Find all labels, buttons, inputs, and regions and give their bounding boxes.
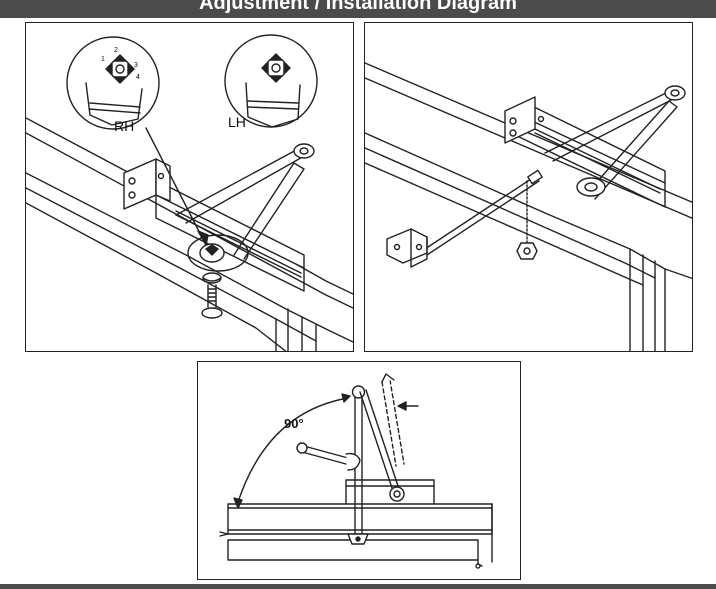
door-frame	[26, 117, 353, 351]
pointer-arrow-icon	[197, 230, 209, 246]
dial-number-3: 3	[134, 62, 138, 69]
panel-arm-angle: 90°	[197, 361, 521, 580]
panel-install-body: RH 1 2 3 4 LH	[25, 22, 354, 352]
pinion-highlight-circle	[187, 234, 249, 272]
bottom-bar	[0, 584, 716, 589]
install-body-drawing: RH 1 2 3 4 LH	[26, 34, 353, 351]
arm-assembly-drawing	[365, 62, 692, 351]
hex-nut-icon	[516, 242, 538, 260]
label-rh: RH	[114, 118, 134, 134]
lh-callout	[224, 34, 318, 128]
dial-number-1: 1	[101, 56, 105, 63]
page-title: Adjustment / Installation Diagram	[199, 0, 517, 14]
main-arm	[359, 389, 405, 502]
dial-number-2: 2	[114, 47, 118, 54]
wrench-tool	[296, 442, 361, 471]
top-title-bar: Adjustment / Installation Diagram	[0, 0, 716, 18]
pointer-arrow-icon	[397, 401, 407, 411]
dashed-arm-position	[381, 379, 405, 467]
arm-angle-drawing: 90°	[219, 373, 493, 569]
angle-label: 90°	[284, 416, 304, 431]
arm-shoe	[386, 228, 428, 268]
vertical-arm	[347, 385, 369, 545]
curved-arrow-icon	[237, 397, 349, 503]
screw-icon	[201, 272, 223, 319]
rh-callout	[66, 36, 160, 130]
label-lh: LH	[228, 114, 246, 130]
door-header	[219, 479, 493, 569]
dial-number-4: 4	[136, 74, 140, 81]
leader-line	[145, 127, 207, 246]
panel-arm-assembly	[364, 22, 693, 352]
forearm-rod	[424, 169, 543, 256]
closer-arm	[175, 143, 315, 260]
closer-arm	[544, 85, 686, 200]
